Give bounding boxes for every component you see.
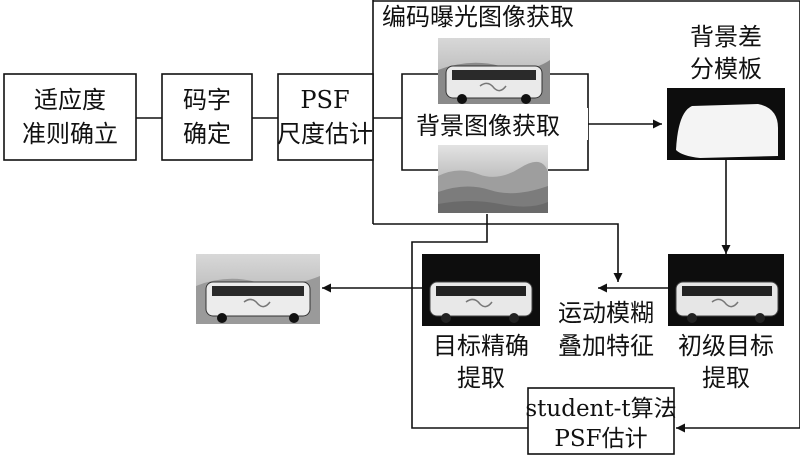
coded-van-image [438,38,550,104]
student-t-label-1: student-t算法 [525,396,676,422]
bg-diff-label-1: 背景差 [690,23,762,51]
bg-diff-mask-image [667,88,785,160]
student-t-box [527,387,675,455]
precise-target-label-1: 目标精确 [433,332,529,360]
coded-capture-label: 编码曝光图像获取 [382,3,574,31]
motion-blur-label-2: 叠加特征 [558,332,654,360]
bg-diff-label-2: 分模板 [690,55,762,83]
output-image [196,254,320,324]
precise-target-label-2: 提取 [457,364,505,392]
code-label-2: 确定 [183,120,231,148]
precise-target-image [422,254,540,326]
initial-target-label-2: 提取 [702,364,750,392]
bg-capture-label: 背景图像获取 [416,112,560,140]
background-image [438,145,548,213]
edge-bg-loop [411,214,528,429]
bg-capture-label-bg [410,108,588,140]
adaptive-box [3,73,137,161]
initial-target-label-1: 初级目标 [678,332,774,360]
edge-coded-motion [373,223,623,282]
code-label-1: 码字 [183,86,231,114]
code-box [161,73,253,161]
motion-blur-label-1: 运动模糊 [558,299,654,327]
adaptive-label-1: 适应度 [34,86,106,114]
edge-right-student [676,1,800,433]
psf-scale-box [277,73,374,161]
initial-target-image [668,254,784,326]
psf-scale-label-2: 尺度估计 [277,120,373,148]
adaptive-label-2: 准则确立 [22,120,118,148]
psf-scale-label-1: PSF [300,86,349,114]
student-t-label-2: PSF估计 [554,426,647,452]
